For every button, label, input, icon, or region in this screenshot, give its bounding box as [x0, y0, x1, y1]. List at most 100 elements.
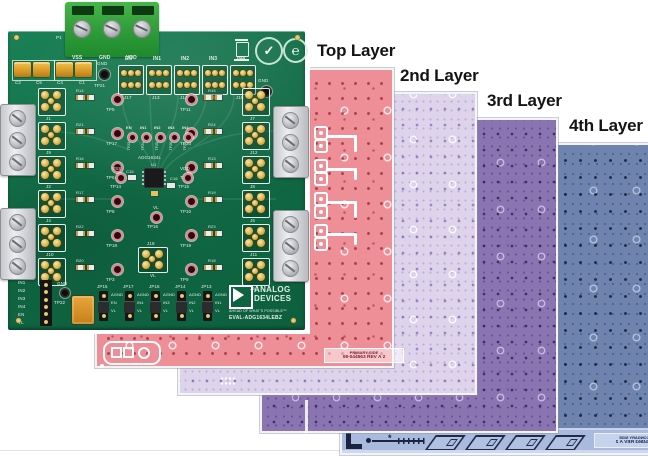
signal-header-footprint	[146, 65, 172, 95]
resistor-icon	[76, 163, 85, 168]
center-signal-label: IN4	[182, 125, 189, 130]
gold-pad-icon	[41, 137, 49, 145]
stamp-line1: PRIMARY SIDE	[349, 350, 379, 355]
resistor-icon	[76, 95, 85, 100]
jumper-agnd-label: AGND	[215, 292, 227, 297]
gold-pad-icon	[245, 125, 253, 133]
gold-pad-icon	[245, 193, 253, 201]
gold-pad-icon	[177, 82, 183, 88]
gold-pad-icon	[149, 256, 155, 262]
fiducial-dot-icon	[16, 318, 21, 323]
gold-pad-icon	[41, 91, 49, 99]
resistor-ref-label: R23	[208, 224, 216, 229]
c16-label: C16	[170, 176, 178, 181]
jack-ref-label: J10	[46, 252, 54, 257]
pin-icon	[179, 294, 184, 298]
jack-ref-label: J2	[46, 184, 51, 189]
testpoint-ref-label: TP20	[180, 141, 192, 146]
gold-pad-icon	[247, 82, 253, 88]
adg1634l-chip	[142, 169, 166, 187]
corner-bracket-icon	[346, 433, 351, 449]
trace-icon	[327, 233, 357, 236]
jack-footprint	[242, 88, 270, 116]
gold-pad-icon	[48, 234, 54, 240]
tp22-label: TP22	[54, 300, 66, 305]
power-terminal-block	[65, 2, 159, 57]
pin-icon	[127, 314, 132, 318]
copper-footprint-group	[314, 192, 360, 219]
via-outline-icon	[138, 347, 150, 359]
jumper-shunt-icon	[202, 301, 213, 313]
pin-icon	[44, 283, 48, 287]
input-header-label: VL	[18, 320, 24, 325]
gold-pad-icon	[177, 70, 183, 76]
testpoint-ref-label: TP17	[106, 141, 118, 146]
rohs-e-mark-icon: ℮	[283, 38, 308, 63]
board-name-label: EVAL-ADG1634LEBZ	[229, 315, 283, 321]
gold-pad-icon	[257, 171, 265, 179]
jack-ref-label: J4	[46, 218, 51, 223]
center-testpoint-ref: TP24	[141, 142, 145, 151]
jumper-ref-label: JP16	[149, 284, 160, 289]
capacitor-smd-icon	[215, 129, 222, 134]
second-layer-label: 2nd Layer	[400, 66, 479, 85]
gold-pad-icon	[41, 103, 49, 111]
terminal-slot-icon	[132, 6, 154, 15]
primary-side-stamp: PRIMARY SIDE 08-044563 REV A 2	[324, 348, 404, 363]
pin-icon	[44, 290, 48, 295]
jumper-shunt-icon	[124, 301, 135, 313]
gold-pad-icon	[41, 227, 49, 235]
screw-icon	[282, 156, 299, 173]
testpoint-icon	[142, 133, 151, 142]
jack-ref-label: J7	[250, 116, 255, 121]
jumper-ref-label: JP17	[123, 284, 134, 289]
smd-cap-icon	[128, 175, 136, 180]
screw-icon	[9, 214, 26, 231]
gold-pad-icon	[53, 171, 61, 179]
tantalum-capacitor-icon	[56, 62, 73, 77]
capacitor-ref-label: C1	[79, 80, 85, 85]
screw-icon	[133, 20, 151, 38]
check-certification-icon: ✓	[255, 37, 283, 65]
testpoint-ref-label: TP18	[106, 243, 118, 248]
pcb-traces	[37, 94, 277, 200]
testpoint-icon	[112, 230, 123, 241]
gold-pad-icon	[135, 70, 141, 76]
gold-pad-icon	[53, 103, 61, 111]
gold-pad-icon	[245, 91, 253, 99]
ic-part-label: ADG1634L	[138, 155, 162, 160]
power-rail-label: VSS	[72, 55, 83, 61]
tp21-label: TP21	[94, 83, 106, 88]
gold-pad-icon	[53, 159, 61, 167]
capacitor-smd-icon	[87, 231, 94, 236]
stamp-line2: 08-044563 REV A 2	[342, 355, 386, 360]
pin-icon	[205, 314, 210, 318]
pin-icon	[127, 294, 132, 298]
gold-pad-icon	[191, 82, 197, 88]
testpoint-ref-label: TP19	[180, 243, 192, 248]
gold-pad-icon	[205, 70, 211, 76]
board-outline-line	[305, 400, 308, 433]
jumper-vl-label: VL	[215, 308, 221, 313]
trace-icon	[354, 168, 357, 180]
center-testpoint-ref: TP27	[183, 142, 187, 151]
jumper-agnd-label: AGND	[163, 292, 175, 297]
capacitor-ref-label: C2	[15, 80, 21, 85]
testpoint-icon	[128, 133, 137, 142]
jack-ref-label: J6	[250, 218, 255, 223]
power-rail-label: GND	[99, 55, 111, 61]
j18-vl-label: VL	[150, 273, 156, 278]
resistor-ref-label: R17	[76, 190, 84, 195]
c15-label: C15	[126, 169, 134, 174]
gold-pad-icon	[257, 261, 265, 269]
gold-pad-icon	[53, 273, 61, 281]
gold-pad-icon	[163, 70, 169, 76]
screw-icon	[9, 258, 26, 275]
gold-pad-icon	[41, 261, 49, 269]
capacitor-smd-icon	[87, 95, 94, 100]
testpoint-ref-label: TP8	[106, 209, 115, 214]
jumper-agnd-label: AGND	[137, 292, 149, 297]
jumper-signal-label: IN4	[137, 300, 144, 305]
resistor-ref-label: R16	[76, 156, 84, 161]
jack-footprint	[242, 258, 270, 286]
